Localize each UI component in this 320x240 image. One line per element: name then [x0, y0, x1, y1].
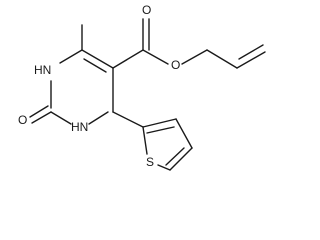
bond-c2-oxo — [31, 111, 52, 124]
bond-th-c4-c5-double — [165, 147, 185, 166]
molecule-structure-diagram: HN HN O O O S — [18, 3, 266, 171]
bond-c5-ester-c — [112, 49, 144, 69]
bond-c6-n1 — [59, 49, 83, 64]
bond-c4-thiophene — [112, 111, 144, 128]
bond-c2-n3 — [50, 111, 72, 125]
atom-label-ester-oxygen: O — [171, 58, 180, 72]
bond-th-c3-c4 — [175, 118, 193, 149]
atom-label-nh-top: HN — [34, 63, 51, 77]
atom-label-thiophene-sulfur: S — [146, 155, 154, 169]
atom-label-nh-bottom: HN — [71, 120, 88, 134]
bond-th-c2-c3 — [142, 118, 177, 128]
atom-label-oxo-oxygen: O — [18, 113, 27, 127]
bond-n3-c4 — [88, 111, 109, 125]
bond-ch2-ch — [206, 49, 238, 69]
bond-th-c5-s — [157, 164, 171, 171]
bond-ch-ch2-double — [238, 44, 264, 60]
bond-th-c2-c3-double — [146, 126, 175, 134]
bond-c2-oxo-double — [29, 105, 49, 118]
bond-c5-c6-double — [83, 58, 107, 73]
bond-th-s-c2 — [142, 126, 148, 155]
atom-label-carbonyl-oxygen: O — [142, 3, 151, 17]
bond-c5-c6 — [81, 49, 114, 69]
bond-ester-c-o — [142, 49, 169, 65]
bond-th-c4-c5 — [169, 147, 193, 171]
bond-ch-ch2 — [236, 51, 266, 69]
bond-o-ch2 — [181, 49, 208, 65]
